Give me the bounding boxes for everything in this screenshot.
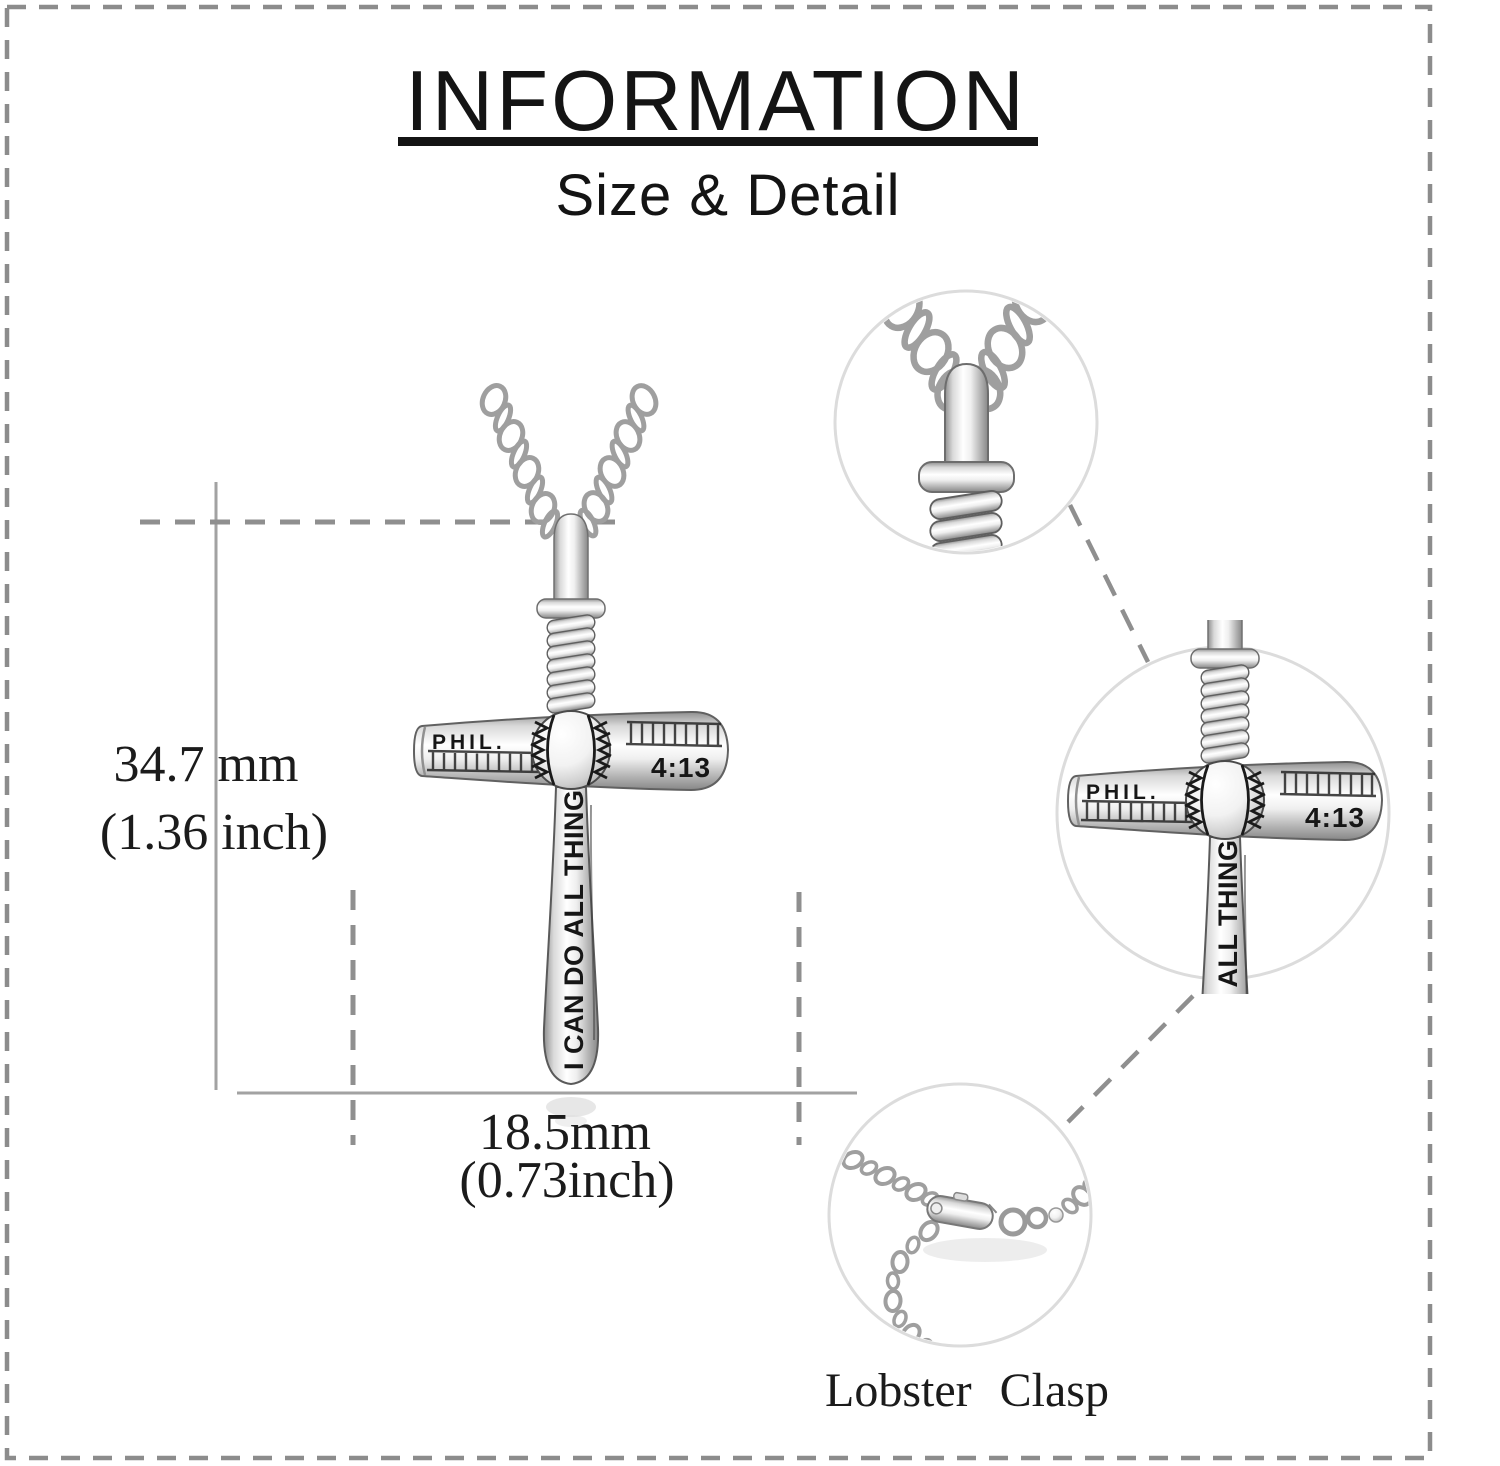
title-underline: [398, 137, 1038, 146]
chain-link: [628, 382, 661, 419]
bail-closeup: [877, 276, 1056, 551]
pendant-tip-reflection: [546, 1097, 596, 1117]
height-inch-label: (1.36 inch): [100, 804, 328, 861]
width-inch-label: (0.73inch): [459, 1152, 674, 1209]
jump-ring: [998, 1207, 1028, 1237]
main-pendant: [412, 512, 730, 1086]
chain-strand-right: [577, 382, 661, 538]
dashed-border-frame: [4, 4, 1433, 1461]
connector-pendant-to-clasp: [1066, 994, 1195, 1124]
chain-bead: [1048, 1207, 1064, 1223]
clasp-trigger: [952, 1191, 969, 1202]
connector-bail-to-pendant: [1067, 503, 1151, 664]
chain-link: [478, 382, 510, 418]
pendant-tip-reflection: [555, 1115, 587, 1127]
chain-link: [495, 418, 527, 454]
jump-ring: [1025, 1206, 1049, 1230]
height-mm-label: 34.7 mm: [114, 736, 299, 793]
chain-strand-left: [478, 382, 561, 539]
page-title: INFORMATION: [405, 54, 1027, 149]
page-subtitle: Size & Detail: [555, 163, 900, 228]
chain-link: [511, 454, 543, 490]
dimension-lines: [140, 482, 857, 1145]
clasp-hook: [988, 1203, 998, 1214]
clasp-shadow: [923, 1238, 1047, 1262]
chain-link: [596, 454, 629, 491]
wire-coil: [929, 490, 1003, 551]
bail-collar: [918, 461, 1015, 493]
bail-post: [944, 362, 989, 471]
clasp-label: Lobster Clasp: [825, 1364, 1109, 1417]
clasp-pivot: [930, 1202, 943, 1215]
chain-link: [612, 418, 645, 455]
lobster-clasp: [926, 1191, 998, 1230]
clasp-closeup: [841, 1149, 1089, 1344]
width-mm-label: 18.5mm: [479, 1104, 651, 1161]
